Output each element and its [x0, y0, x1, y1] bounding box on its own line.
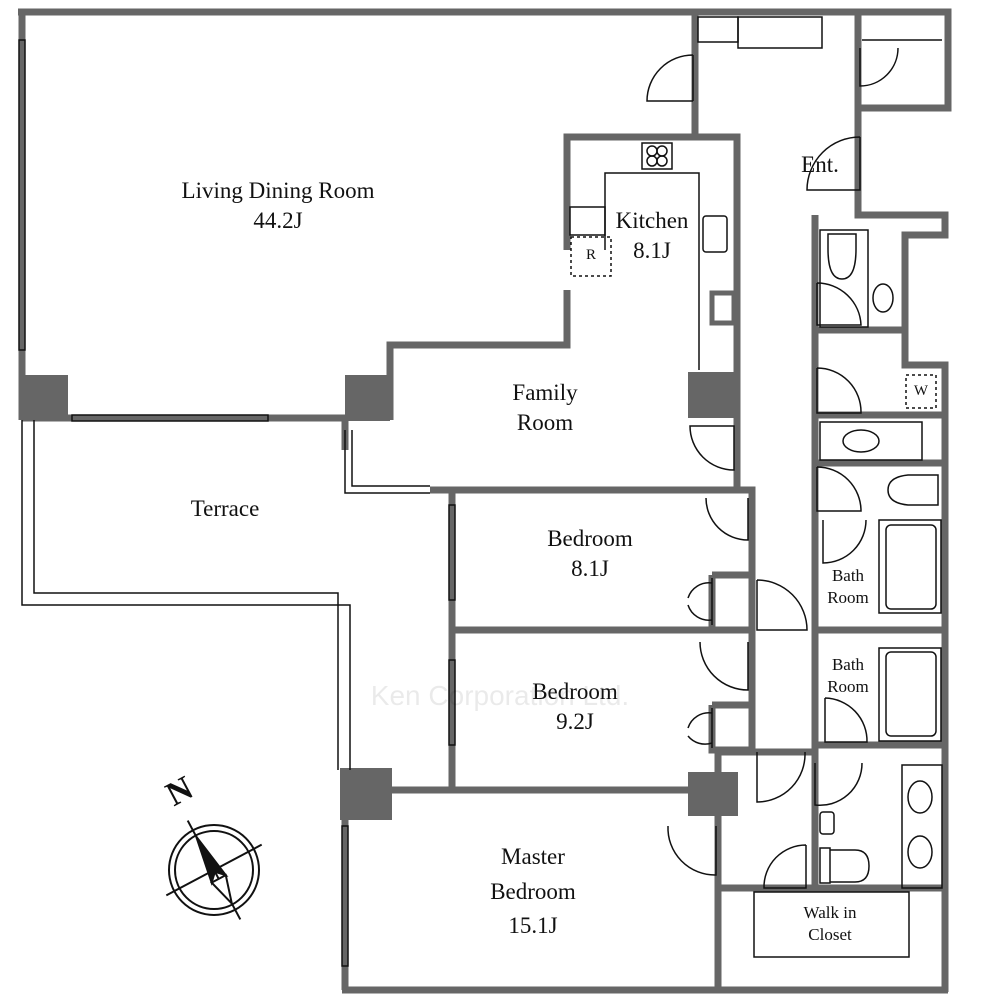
watermark: Ken Corporation Ltd. [370, 680, 630, 711]
bedroom-1-label: Bedroom 8.1J [547, 524, 633, 584]
room-size: 8.1J [571, 555, 609, 581]
terrace-label: Terrace [190, 496, 260, 521]
room-name-line1: Walk in [803, 903, 857, 922]
room-name-line2: Room [827, 588, 869, 608]
compass-icon [165, 820, 263, 920]
room-name-line2: Room [516, 409, 574, 435]
refrigerator-label: R [585, 247, 597, 263]
room-name-line1: Bath [831, 655, 865, 674]
family-room-label: Family Room [512, 378, 577, 438]
room-name-line2: Closet [808, 925, 852, 945]
kitchen-label: Kitchen 8.1J [616, 206, 689, 266]
room-name-line1: Bath [831, 566, 865, 585]
room-name: Bedroom [532, 679, 618, 704]
walk-in-closet-label: Walk in Closet [804, 902, 857, 946]
room-name: Living Dining Room [181, 178, 375, 203]
washer-label: W [913, 383, 929, 399]
entrance-label: Ent. [801, 152, 839, 177]
room-name: Bedroom [547, 526, 633, 551]
fixtures [18, 16, 943, 967]
bath-room-2-label: Bath Room [827, 654, 869, 698]
room-name: Kitchen [615, 208, 689, 233]
master-bedroom-label: Master Bedroom 15.1J [490, 840, 576, 944]
room-name-line1: Family [512, 380, 578, 405]
bath-room-1-label: Bath Room [827, 565, 869, 609]
room-size: 44.2J [253, 207, 303, 233]
living-dining-room-label: Living Dining Room 44.2J [182, 176, 375, 236]
bedroom-2-label: Bedroom 9.2J [532, 677, 618, 737]
room-size: 9.2J [556, 708, 594, 734]
room-name-line2: Bedroom [490, 878, 576, 904]
room-name-line1: Master [501, 844, 565, 869]
room-size: 15.1J [508, 913, 558, 938]
structural-columns [22, 372, 738, 820]
room-size: 8.1J [633, 237, 671, 263]
room-name-line2: Room [827, 677, 869, 697]
